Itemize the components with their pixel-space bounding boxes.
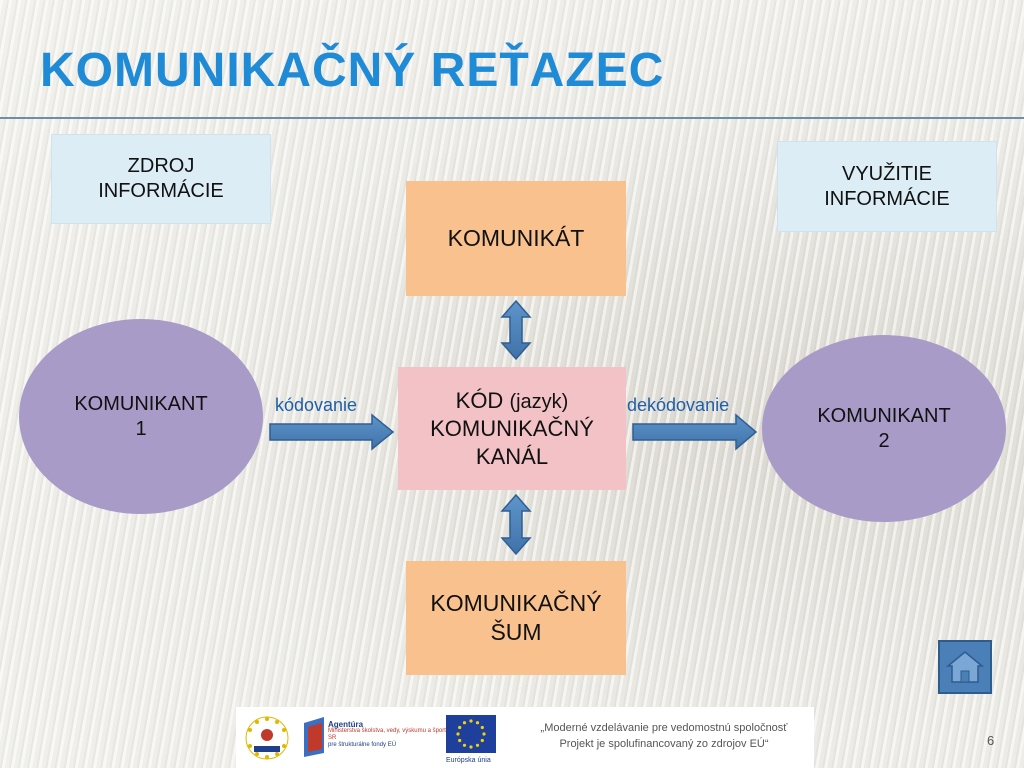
code-label: KÓD	[455, 388, 504, 413]
message-code-arrow	[500, 299, 532, 361]
eu-flag-icon	[446, 715, 496, 753]
home-button[interactable]	[938, 640, 992, 694]
agency-logo-icon	[304, 717, 324, 757]
agency-line1: Ministerstva školstva, vedy, výskumu a š…	[328, 728, 450, 741]
use-label: VYUŽITIE INFORMÁCIE	[824, 162, 950, 210]
footer-quote-line1: „Moderné vzdelávanie pre vedomostnú spol…	[540, 722, 788, 734]
code-line: KÓD (jazyk)	[456, 387, 569, 415]
communicator-2: KOMUNIKANT 2	[762, 335, 1006, 522]
agency-name: Agentúra	[328, 720, 364, 729]
encoding-arrow	[269, 413, 395, 451]
code-sub-label: (jazyk)	[509, 391, 569, 413]
channel-label: KOMUNIKAČNÝ KANÁL	[430, 416, 594, 469]
source-box: ZDROJ INFORMÁCIE	[51, 134, 271, 224]
footer-banner: Agentúra Ministerstva školstva, vedy, vý…	[236, 707, 814, 768]
code-noise-arrow	[500, 493, 532, 556]
footer-quote-line2: Projekt je spolufinancovaný zo zdrojov E…	[559, 738, 769, 750]
agency-text: Agentúra Ministerstva školstva, vedy, vý…	[328, 721, 458, 749]
message-box: KOMUNIKÁT	[406, 181, 626, 296]
use-box: VYUŽITIE INFORMÁCIE	[777, 141, 997, 232]
message-label: KOMUNIKÁT	[447, 225, 585, 252]
source-label: ZDROJ INFORMÁCIE	[98, 155, 224, 202]
eu-label: Európska únia	[446, 757, 491, 764]
encoding-label: kódovanie	[275, 395, 358, 415]
page-title: Komunikačný reťazec	[40, 44, 665, 97]
decoding-label: dekódovanie	[627, 395, 730, 415]
code-channel-box: KÓD (jazyk) KOMUNIKAČNÝ KANÁL	[398, 367, 626, 490]
communicator-2-label: KOMUNIKANT	[817, 404, 951, 427]
home-icon	[945, 651, 985, 683]
communicator-1-label: KOMUNIKANT	[74, 392, 208, 415]
noise-label: KOMUNIKAČNÝ ŠUM	[430, 590, 602, 645]
communicator-2-number: 2	[878, 429, 890, 452]
noise-box: KOMUNIKAČNÝ ŠUM	[406, 561, 626, 675]
title-divider	[0, 117, 1024, 119]
communicator-1-number: 1	[135, 417, 147, 440]
communicator-1: KOMUNIKANT 1	[19, 319, 263, 514]
agency-line2: pre štrukturálne fondy EÚ	[328, 742, 397, 748]
stars-logo-icon	[245, 716, 289, 760]
decoding-arrow	[632, 413, 758, 451]
footer-quote: „Moderné vzdelávanie pre vedomostnú spol…	[518, 720, 810, 752]
page-number: 6	[987, 733, 995, 748]
